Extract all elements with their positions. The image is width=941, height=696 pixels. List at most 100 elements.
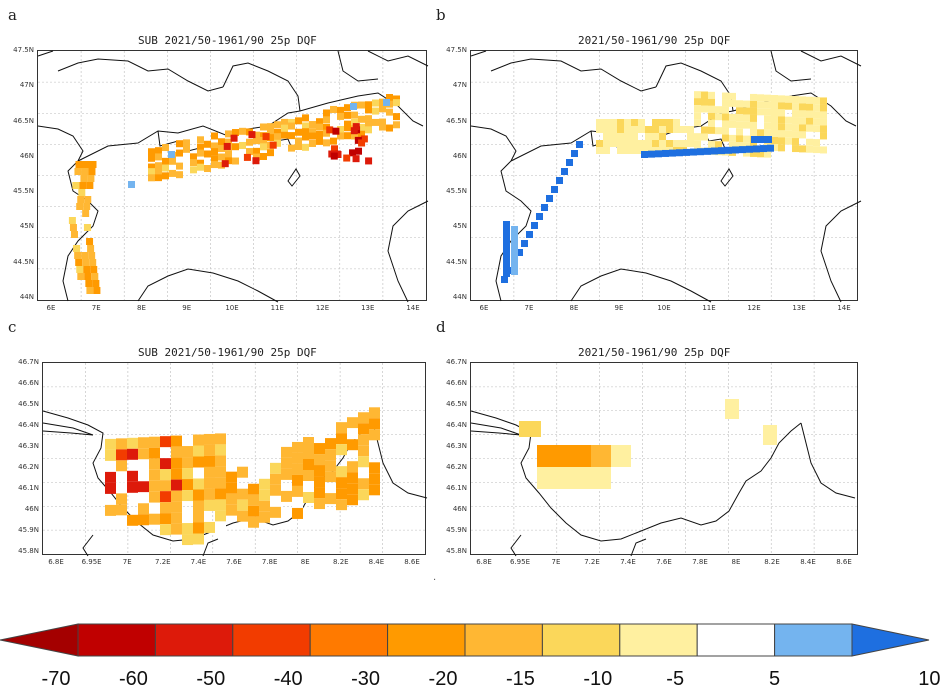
grid-cell: [190, 159, 197, 167]
grid-cell: [739, 146, 746, 154]
grid-cell: [197, 136, 204, 144]
colorbar-left-arrow: [0, 623, 79, 657]
grid-cell: [274, 121, 281, 129]
colorbar-segment: [387, 623, 466, 657]
grid-cell: [503, 256, 510, 263]
y-tick-label: 46.4N: [18, 421, 39, 429]
grid-cell: [211, 132, 218, 140]
grid-cell: [347, 472, 358, 484]
country-border: [82, 534, 94, 557]
grid-cell: [204, 521, 215, 533]
grid-cell: [729, 141, 736, 149]
grid-cell: [86, 238, 94, 245]
grid-cell: [138, 503, 149, 515]
grid-cell: [343, 154, 351, 162]
grid-cell: [160, 458, 171, 470]
grid-cell: [750, 107, 757, 115]
grid-cell: [211, 142, 218, 150]
grid-cell: [778, 144, 785, 152]
grid-cell: [624, 140, 631, 147]
grid-cell: [226, 493, 237, 505]
grid-cell: [127, 470, 138, 482]
grid-cell: [325, 471, 336, 483]
grid-cell: [708, 140, 715, 148]
x-tick-label: 11E: [702, 304, 716, 312]
grid-cell: [76, 203, 84, 210]
grid-cell: [171, 435, 182, 447]
grid-cell: [226, 482, 237, 494]
grid-cell: [778, 102, 785, 110]
y-tick-label: 44N: [452, 293, 467, 301]
grid-cell: [215, 510, 226, 522]
grid-cell: [215, 455, 226, 467]
grid-cell: [88, 168, 96, 175]
grid-cell: [743, 135, 750, 143]
grid-cell: [813, 146, 820, 154]
grid-cell: [765, 136, 772, 143]
grid-cell: [215, 444, 226, 456]
grid-cell: [197, 163, 204, 171]
grid-cell: [725, 399, 739, 419]
grid-cell: [160, 491, 171, 503]
grid-cell: [116, 449, 127, 461]
grid-cell: [722, 106, 729, 114]
grid-cell: [237, 466, 248, 478]
country-border: [800, 50, 862, 67]
x-tick-label: 12E: [315, 304, 330, 312]
grid-cell: [372, 99, 379, 107]
grid-cell: [694, 140, 701, 148]
grid-cell: [281, 490, 292, 502]
grid-cell: [281, 124, 288, 132]
grid-cell: [253, 137, 260, 145]
grid-cell: [334, 150, 342, 158]
grid-cell: [673, 140, 680, 147]
grid-cell: [116, 504, 127, 516]
grid-cell: [292, 474, 303, 486]
grid-cell: [393, 99, 400, 107]
grid-cell: [778, 116, 785, 124]
grid-cell: [182, 534, 193, 546]
grid-cell: [521, 240, 528, 247]
grid-cell: [237, 488, 248, 500]
grid-cell: [281, 468, 292, 480]
grid-cell: [687, 126, 694, 133]
grid-cell: [799, 96, 806, 104]
grid-cell: [358, 423, 369, 435]
grid-cell: [369, 429, 380, 441]
grid-cell: [526, 231, 533, 238]
grid-cell: [248, 483, 259, 495]
x-tick-label: 6.95E: [81, 558, 102, 566]
grid-cell: [648, 150, 655, 158]
grid-cell: [638, 119, 645, 126]
x-tick-label: 6.8E: [476, 558, 492, 566]
grid-cell: [358, 456, 369, 468]
grid-cell: [750, 93, 757, 101]
grid-cell: [193, 511, 204, 523]
y-tick-label: 47N: [19, 81, 34, 90]
grid-cell: [358, 123, 365, 131]
grid-cell: [617, 133, 624, 140]
grid-cell: [393, 113, 400, 121]
grid-cell: [701, 126, 708, 134]
y-tick-label: 46.3N: [446, 442, 467, 450]
y-tick-label: 46.5N: [18, 400, 39, 408]
grid-cell: [303, 459, 314, 470]
grid-cell: [75, 259, 83, 266]
grid-cell: [792, 131, 799, 139]
y-tick-label: 46.6N: [18, 379, 39, 387]
grid-cell: [314, 487, 325, 499]
grid-cell: [197, 143, 204, 151]
grid-cell: [349, 149, 357, 157]
grid-cell: [722, 99, 729, 107]
grid-cell: [288, 122, 295, 130]
grid-cell: [624, 126, 631, 133]
colorbar-label: -40: [273, 668, 303, 690]
grid-cell: [603, 140, 610, 147]
grid-cell: [736, 121, 743, 129]
grid-cell: [799, 124, 806, 132]
country-border: [42, 430, 94, 436]
grid-cell: [501, 276, 508, 283]
y-tick-label: 46.1N: [446, 484, 467, 492]
grid-cell: [708, 98, 715, 106]
grid-cell: [128, 181, 135, 188]
